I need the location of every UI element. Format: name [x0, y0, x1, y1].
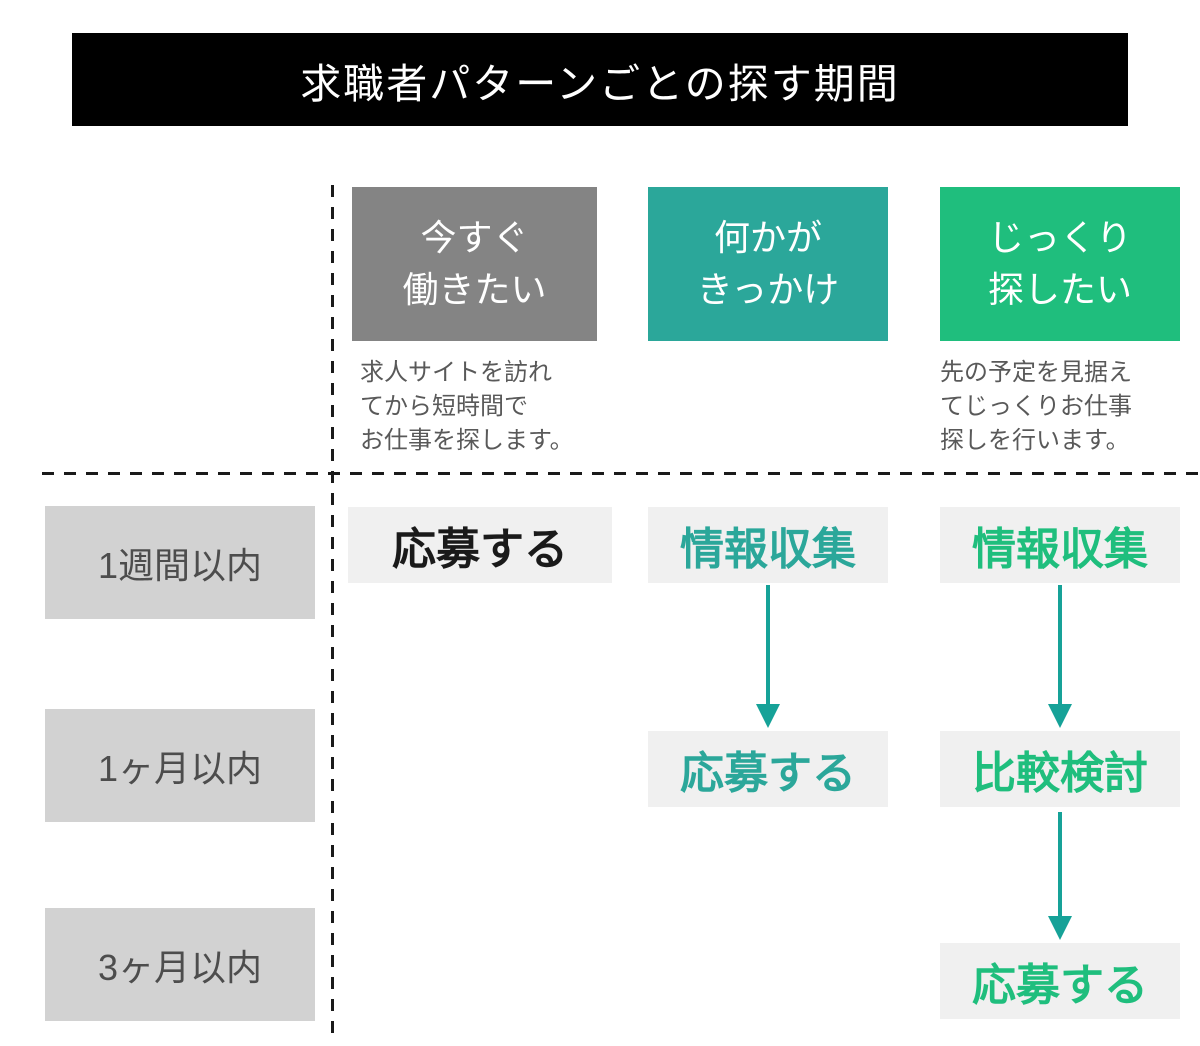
- column-header-something-triggered: 何かが きっかけ: [648, 187, 888, 341]
- column-header-search-carefully: じっくり 探したい: [940, 187, 1180, 341]
- step-apply-work-now: 応募する: [348, 507, 612, 583]
- step-apply-trigger: 応募する: [648, 731, 888, 807]
- arrow-stem: [766, 585, 770, 704]
- step-gather-info-trigger: 情報収集: [648, 507, 888, 583]
- arrow-head-icon: [756, 704, 780, 728]
- column-header-work-now: 今すぐ 働きたい: [352, 187, 597, 341]
- description-work-now: 求人サイトを訪れ てから短時間で お仕事を探します。: [360, 359, 574, 455]
- step-compare-careful: 比較検討: [940, 731, 1180, 807]
- arrow-careful-compare-to-apply: [1048, 812, 1072, 940]
- step-apply-careful: 応募する: [940, 943, 1180, 1019]
- description-search-carefully: 先の予定を見据え てじっくりお仕事 探しを行います。: [940, 359, 1132, 455]
- horizontal-dashed-divider: [42, 472, 1200, 475]
- arrow-trigger-info-to-apply: [756, 585, 780, 728]
- arrow-head-icon: [1048, 704, 1072, 728]
- arrow-careful-info-to-compare: [1048, 585, 1072, 728]
- vertical-dashed-divider: [331, 185, 334, 1040]
- arrow-stem: [1058, 812, 1062, 916]
- diagram-title-bar: 求職者パターンごとの探す期間: [72, 33, 1128, 126]
- arrow-head-icon: [1048, 916, 1072, 940]
- row-label-within-3-months: 3ヶ月以内: [45, 908, 315, 1021]
- step-gather-info-careful: 情報収集: [940, 507, 1180, 583]
- row-label-within-1-month: 1ヶ月以内: [45, 709, 315, 822]
- row-label-within-1-week: 1週間以内: [45, 506, 315, 619]
- diagram-title: 求職者パターンごとの探す期間: [300, 60, 900, 107]
- arrow-stem: [1058, 585, 1062, 704]
